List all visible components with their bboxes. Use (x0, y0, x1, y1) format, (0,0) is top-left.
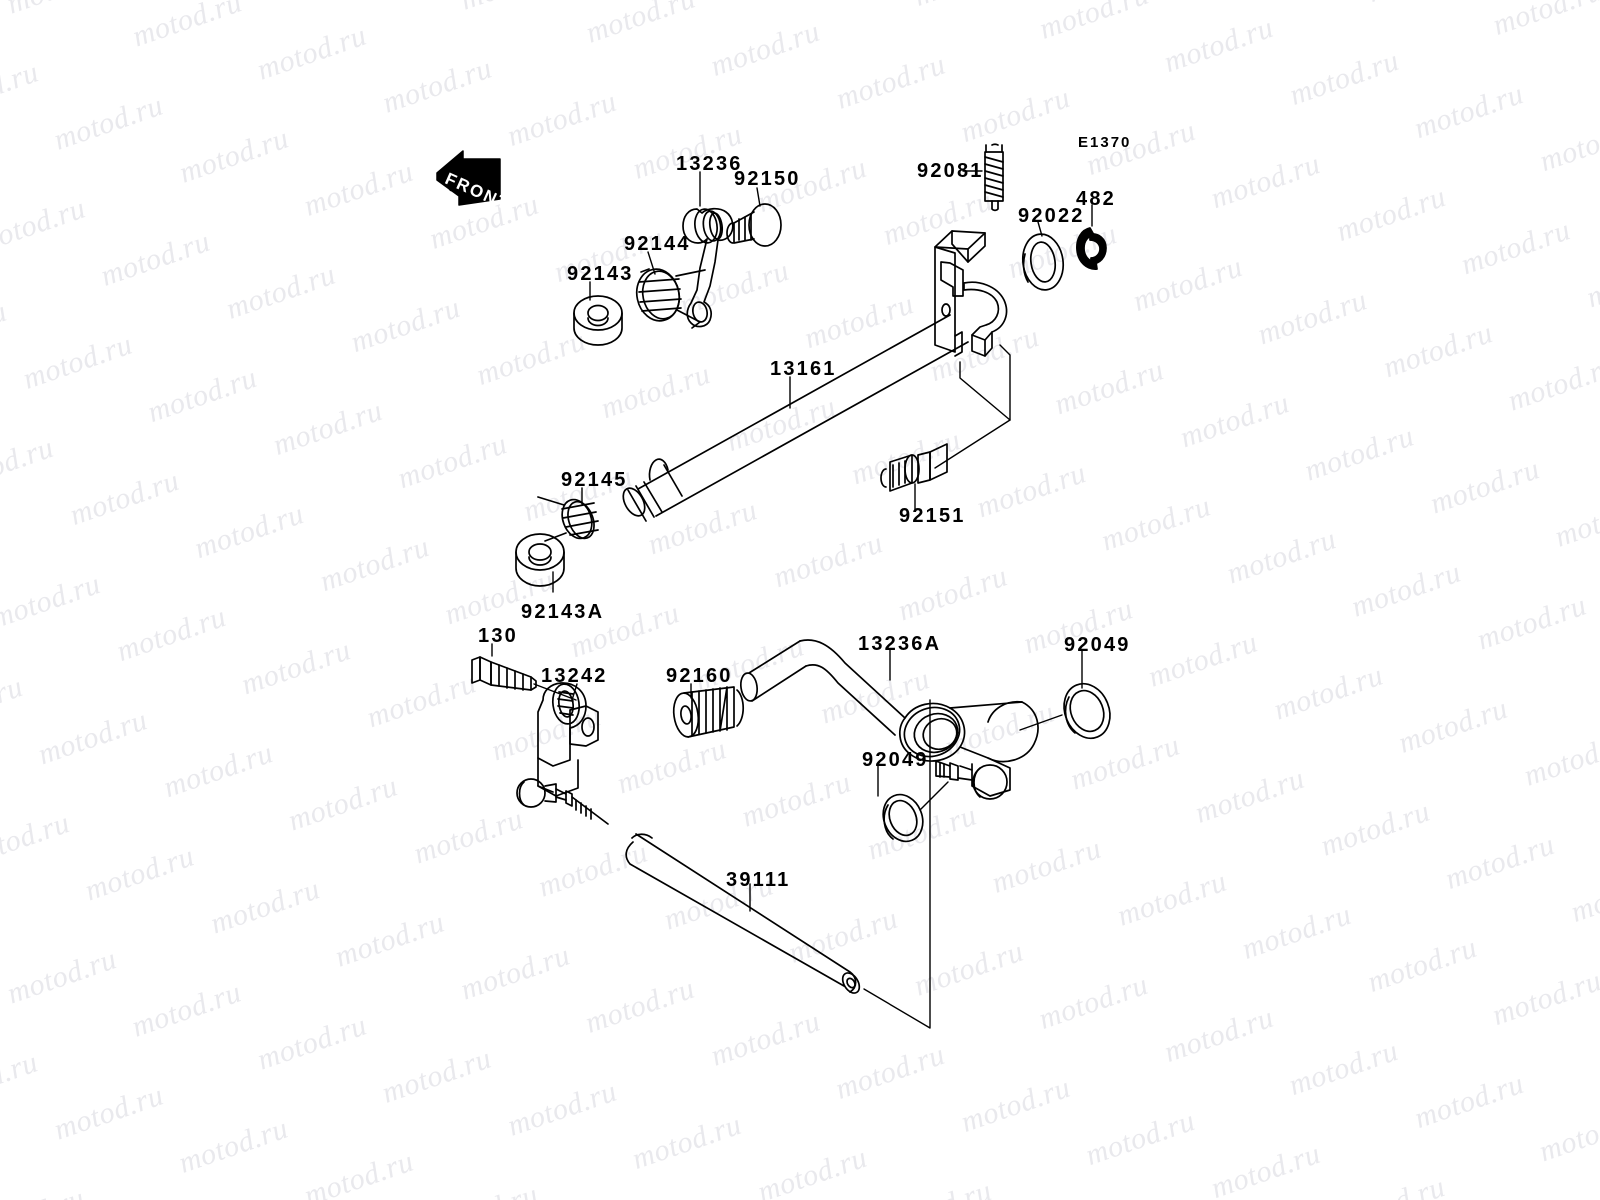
part-92150-bolt (726, 203, 782, 247)
part-92049-seal-upper (1063, 682, 1111, 740)
part-92143-collar (573, 295, 623, 346)
part-label-13242: 13242 (541, 665, 608, 687)
part-label-13236A: 13236A (858, 633, 942, 655)
front-arrow-icon (436, 150, 501, 206)
part-482-circlip (1076, 227, 1107, 270)
part-92160-damper (672, 686, 745, 738)
part-label-92049-upper: 92049 (1064, 634, 1131, 656)
part-92144-spring (635, 268, 706, 329)
part-13242-lever (516, 682, 609, 825)
part-label-92160: 92160 (666, 665, 733, 687)
part-label-92144: 92144 (624, 233, 691, 255)
part-label-92145: 92145 (561, 469, 628, 491)
part-92145-spring (537, 496, 599, 542)
part-label-92081: 92081 (917, 160, 984, 182)
part-13236A-pedal-arm (739, 639, 1039, 800)
part-130-bolt (471, 656, 537, 691)
part-label-92151: 92151 (899, 505, 966, 527)
part-label-92143: 92143 (567, 263, 634, 285)
part-label-13236: 13236 (676, 153, 743, 175)
part-13236-lever (682, 207, 734, 328)
front-marker-label: FRONT (442, 169, 513, 215)
shift-shaft-bracket (934, 230, 1008, 357)
part-13161-shift-shaft (622, 314, 969, 522)
part-39111-rod (625, 833, 861, 994)
reference-code-label: E1370 (1078, 134, 1132, 151)
part-92143A-collar (515, 533, 565, 587)
part-label-13161: 13161 (770, 358, 837, 380)
part-92081-spring (984, 143, 1004, 212)
part-label-39111: 39111 (726, 869, 791, 891)
part-label-130: 130 (478, 625, 518, 647)
part-label-92022: 92022 (1018, 205, 1085, 227)
part-label-92150: 92150 (734, 168, 801, 190)
part-92022-washer (1021, 233, 1065, 291)
part-label-92143A: 92143A (521, 601, 605, 623)
part-label-482: 482 (1076, 188, 1116, 210)
part-label-92049-lower: 92049 (862, 749, 929, 771)
front-direction-marker: FRONT (425, 140, 517, 222)
part-92049-seal-lower (882, 793, 924, 843)
part-92151-bolt (880, 443, 948, 492)
